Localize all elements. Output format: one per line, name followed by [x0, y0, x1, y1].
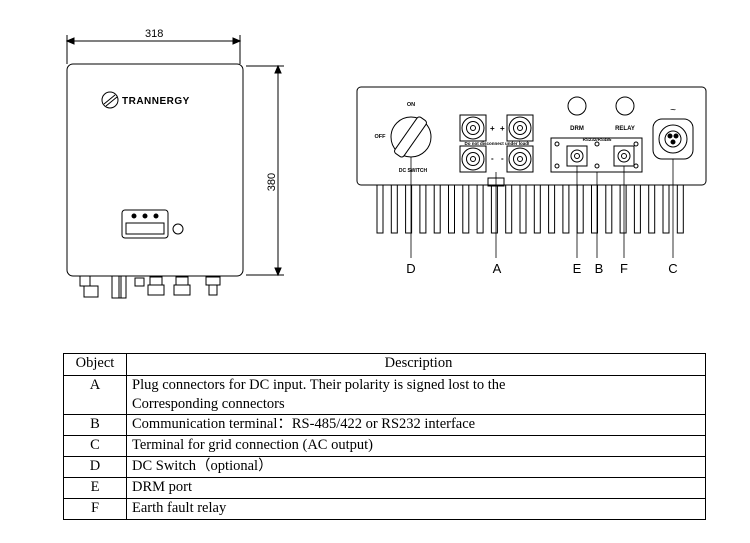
switch-name-label: DC SWITCH: [399, 168, 428, 174]
heat-sink-fin: [433, 184, 441, 234]
callout-b: B: [595, 261, 604, 276]
callout-leader-lines: [410, 157, 674, 258]
description-cell: Plug connectors for DC input. Their pola…: [126, 375, 706, 415]
table-row: E DRM port: [63, 477, 706, 499]
object-cell: B: [63, 414, 127, 436]
heat-sink-fin: [519, 184, 527, 234]
indicator-button-icon: [172, 223, 184, 235]
heat-sink-fin: [419, 184, 427, 234]
description-cell: DC Switch（optional）: [126, 456, 706, 478]
dc-warning-label: Do not disconnect under load!: [465, 141, 531, 146]
dc-input-connectors: [459, 114, 534, 173]
heat-sink-fin: [448, 184, 455, 234]
dc-minus-label: -: [501, 154, 504, 163]
heat-sink-fin: [591, 184, 598, 234]
heat-sink-fins: [376, 184, 684, 234]
callout-c: C: [668, 261, 677, 276]
heat-sink-fin: [676, 184, 684, 234]
heat-sink-fin: [405, 184, 413, 234]
relay-label: RELAY: [615, 126, 635, 132]
description-table: Object Description A Plug connectors for…: [63, 353, 706, 520]
brand-logo-icon: [101, 91, 119, 109]
width-dimension-label: 318: [145, 28, 163, 40]
heat-sink-fin: [548, 184, 556, 234]
heat-sink-fin: [490, 184, 498, 234]
heat-sink-fin: [562, 184, 570, 234]
heat-sink-fin: [648, 184, 656, 234]
column-header-description: Description: [126, 353, 706, 376]
height-dimension-label: 380: [266, 173, 278, 191]
ac-symbol: ~: [670, 105, 676, 116]
bottom-panel: [356, 86, 707, 186]
description-cell: DRM port: [126, 477, 706, 499]
table-row: D DC Switch（optional）: [63, 456, 706, 478]
dc-switch-icon: [390, 116, 432, 158]
description-line: Plug connectors for DC input. Their pola…: [132, 377, 506, 393]
ac-terminal-icon: [652, 118, 694, 160]
description-cell: Earth fault relay: [126, 498, 706, 520]
inverter-housing: [66, 63, 244, 277]
heat-sink-fin: [576, 184, 584, 234]
heat-sink-fin: [476, 184, 484, 234]
inverter-drawing: 318 380 TRANNERGY: [65, 28, 707, 299]
object-cell: D: [63, 456, 127, 478]
brand-name: TRANNERGY: [122, 96, 190, 107]
object-cell: E: [63, 477, 127, 499]
table-row: A Plug connectors for DC input. Their po…: [63, 375, 706, 415]
heat-sink-fin: [619, 184, 627, 234]
callout-e: E: [573, 261, 582, 276]
description-cell: Terminal for grid connection (AC output): [126, 435, 706, 457]
heat-sink-fin: [662, 184, 670, 234]
switch-on-label: ON: [407, 102, 415, 108]
object-cell: F: [63, 498, 127, 520]
table-row: C Terminal for grid connection (AC outpu…: [63, 435, 706, 457]
object-cell: A: [63, 375, 127, 415]
description-line: Corresponding connectors: [132, 396, 285, 412]
callout-d: D: [406, 261, 415, 276]
table-row: F Earth fault relay: [63, 498, 706, 520]
heat-sink-fin: [605, 184, 613, 234]
dc-plus-label: +: [500, 124, 505, 133]
callout-f: F: [620, 261, 628, 276]
dc-minus-label: -: [491, 154, 494, 163]
drm-label: DRM: [570, 126, 584, 132]
comm-label: RS232/RS485: [583, 137, 612, 142]
heat-sink-fin: [462, 184, 470, 234]
column-header-object: Object: [63, 353, 127, 376]
front-view: [65, 35, 284, 299]
table-header-row: Object Description: [63, 353, 706, 376]
heat-sink-fin: [633, 184, 641, 234]
heat-sink-fin: [533, 184, 541, 234]
description-cell: Communication terminal：RS-485/422 or RS2…: [126, 414, 706, 436]
drm-port-icon: [566, 96, 588, 167]
heat-sink-fin: [390, 184, 398, 234]
switch-off-label: OFF: [375, 134, 387, 140]
object-cell: C: [63, 435, 127, 457]
bottom-view: [356, 86, 707, 258]
table-row: B Communication terminal：RS-485/422 or R…: [63, 414, 706, 436]
heat-sink-fin: [505, 184, 513, 234]
dc-plus-label: +: [490, 124, 495, 133]
display-panel: [121, 209, 169, 239]
bottom-connectors: [79, 275, 221, 299]
heat-sink-fin: [376, 184, 384, 234]
communication-plate: [550, 137, 643, 173]
callout-a: A: [493, 261, 502, 276]
